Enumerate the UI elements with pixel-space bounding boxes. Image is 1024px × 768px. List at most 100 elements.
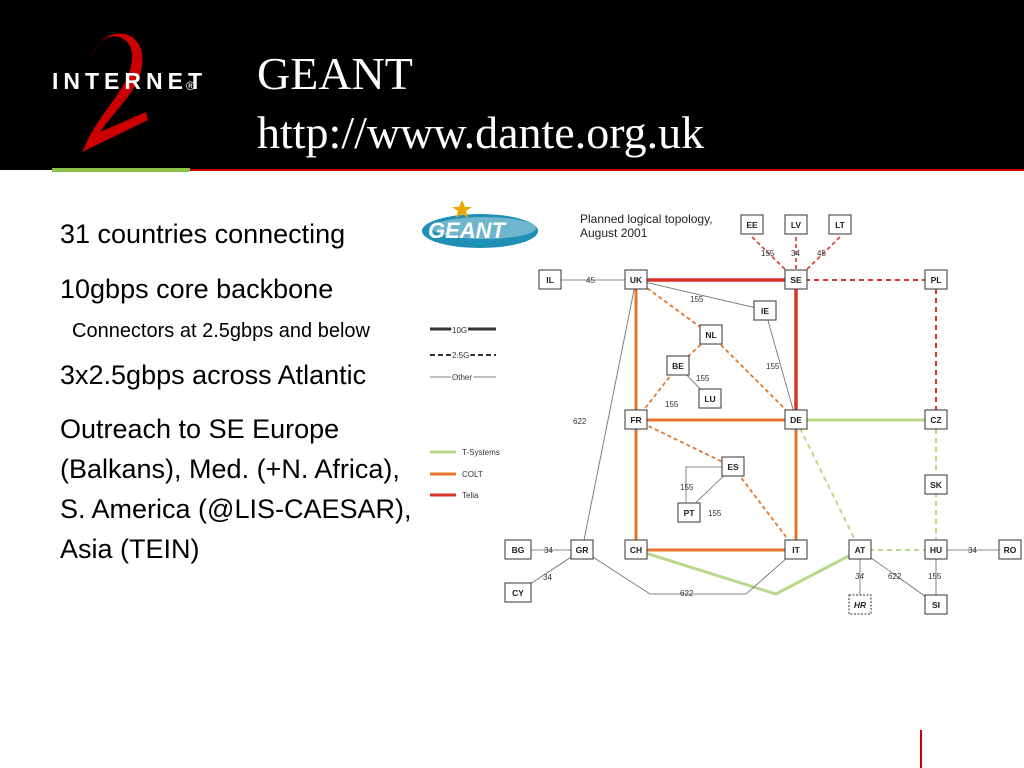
node-lv: LV	[784, 214, 808, 235]
star-icon	[452, 200, 472, 218]
label-hu-si: 155	[928, 572, 942, 581]
legend-other: Other	[452, 373, 472, 382]
legend-tsystems: T-Systems	[462, 448, 500, 457]
node-se: SE	[784, 269, 808, 290]
label-lv: 34	[791, 249, 800, 258]
node-pt: PT	[677, 502, 701, 523]
node-pl-label: PL	[931, 275, 942, 285]
bullet-backbone: 10gbps core backbone	[60, 274, 334, 304]
node-fr: FR	[624, 409, 648, 430]
node-pl: PL	[924, 269, 948, 290]
header-bar	[0, 0, 1024, 170]
node-at: AT	[848, 539, 872, 560]
node-hr-label: HR	[854, 600, 867, 610]
node-si: SI	[924, 594, 948, 615]
header-accent-red	[190, 169, 1024, 171]
node-cz: CZ	[924, 409, 948, 430]
node-sk-label: SK	[930, 480, 943, 490]
node-si-label: SI	[932, 600, 940, 610]
node-gr-label: GR	[576, 545, 589, 555]
sub-bullet-marker: •	[60, 316, 72, 346]
node-il: IL	[538, 269, 562, 290]
node-nl-label: NL	[705, 330, 716, 340]
node-cz-label: CZ	[930, 415, 941, 425]
node-it: IT	[784, 539, 808, 560]
label-ie-de: 155	[766, 362, 780, 371]
label-ee: 155	[761, 249, 775, 258]
node-be: BE	[666, 355, 690, 376]
link-labels: 155 34 45 45 155 155 155 155 622 155 155…	[543, 249, 977, 598]
sub-bullet-connectors: •Connectors at 2.5gbps and below	[60, 316, 420, 346]
label-lt: 45	[817, 249, 826, 258]
legend-25g: 2.5G	[452, 351, 469, 360]
node-ee: EE	[740, 214, 764, 235]
geant-logo: GEANT	[422, 200, 538, 248]
geant-topology-map: GEANT Planned logical topology, August 2…	[418, 188, 1024, 618]
label-gr-uk: 622	[573, 417, 587, 426]
label-uk-ie: 155	[690, 295, 704, 304]
node-ie: IE	[753, 300, 777, 321]
logo-text: INTERNET	[52, 68, 207, 94]
node-nl: NL	[699, 324, 723, 345]
node-bg-label: BG	[512, 545, 525, 555]
legend-colt: COLT	[462, 470, 483, 479]
map-caption-1: Planned logical topology,	[580, 212, 713, 226]
node-sk: SK	[924, 474, 948, 495]
node-se-label: SE	[790, 275, 802, 285]
label-hu-ro: 34	[968, 546, 977, 555]
node-ro: RO	[998, 539, 1022, 560]
node-cy-label: CY	[512, 588, 524, 598]
bullet-countries: 31 countries connecting	[60, 219, 346, 249]
label-be-lu: 155	[696, 374, 710, 383]
label-lu-fr: 155	[665, 400, 679, 409]
node-pt-label: PT	[684, 508, 696, 518]
node-be-label: BE	[672, 361, 684, 371]
label-gr-it: 622	[680, 589, 694, 598]
node-lv-label: LV	[791, 220, 802, 230]
node-it-label: IT	[792, 545, 800, 555]
label-cy: 34	[543, 573, 552, 582]
internet2-logo: 2 INTERNET ®	[0, 0, 207, 152]
label-il: 45	[586, 276, 595, 285]
node-ee-label: EE	[746, 220, 758, 230]
node-ch: CH	[624, 539, 648, 560]
label-at-si: 622	[888, 572, 902, 581]
legend-10g: 10G	[452, 326, 467, 335]
map-legend: 10G 2.5G Other T-Systems COLT Telia	[430, 325, 500, 500]
label-at-hr: 34	[855, 572, 864, 581]
node-gr: GR	[570, 539, 594, 560]
slide-subtitle-url: http://www.dante.org.uk	[257, 107, 705, 158]
logo-numeral-2-shape	[82, 33, 148, 152]
node-bg: BG	[504, 539, 532, 560]
logo-numeral-2: 2	[0, 0, 1, 1]
node-lt-label: LT	[835, 220, 846, 230]
node-lu-label: LU	[704, 394, 715, 404]
header-accent-green	[52, 168, 190, 172]
node-es: ES	[721, 456, 745, 477]
node-lu: LU	[698, 388, 722, 409]
other-links	[517, 279, 1010, 605]
node-at-label: AT	[855, 545, 867, 555]
node-ch-label: CH	[630, 545, 642, 555]
geant-logo-text: GEANT	[428, 218, 507, 243]
registered-mark: ®	[186, 79, 195, 93]
node-uk-label: UK	[630, 275, 643, 285]
node-hu: HU	[924, 539, 948, 560]
corner-accent-line	[920, 730, 922, 768]
node-fr-label: FR	[630, 415, 641, 425]
bullet-list: 31 countries connecting 10gbps core back…	[60, 218, 420, 678]
node-es-label: ES	[727, 462, 739, 472]
node-uk: UK	[624, 269, 648, 290]
node-lt: LT	[828, 214, 852, 235]
node-hr: HR	[848, 594, 872, 615]
label-es-pt: 155	[680, 483, 694, 492]
sub-bullet-connectors-text: Connectors at 2.5gbps and below	[72, 320, 370, 342]
node-de-label: DE	[790, 415, 802, 425]
legend-telia: Telia	[462, 491, 479, 500]
node-ie-label: IE	[761, 306, 769, 316]
map-nodes: EE LV LT IL UK SE PL IE NL BE LU FR DE C…	[504, 214, 1022, 615]
label-bg: 34	[544, 546, 553, 555]
node-de: DE	[784, 409, 808, 430]
bullet-atlantic: 3x2.5gbps across Atlantic	[60, 360, 367, 390]
label-pt-es: 155	[708, 509, 722, 518]
